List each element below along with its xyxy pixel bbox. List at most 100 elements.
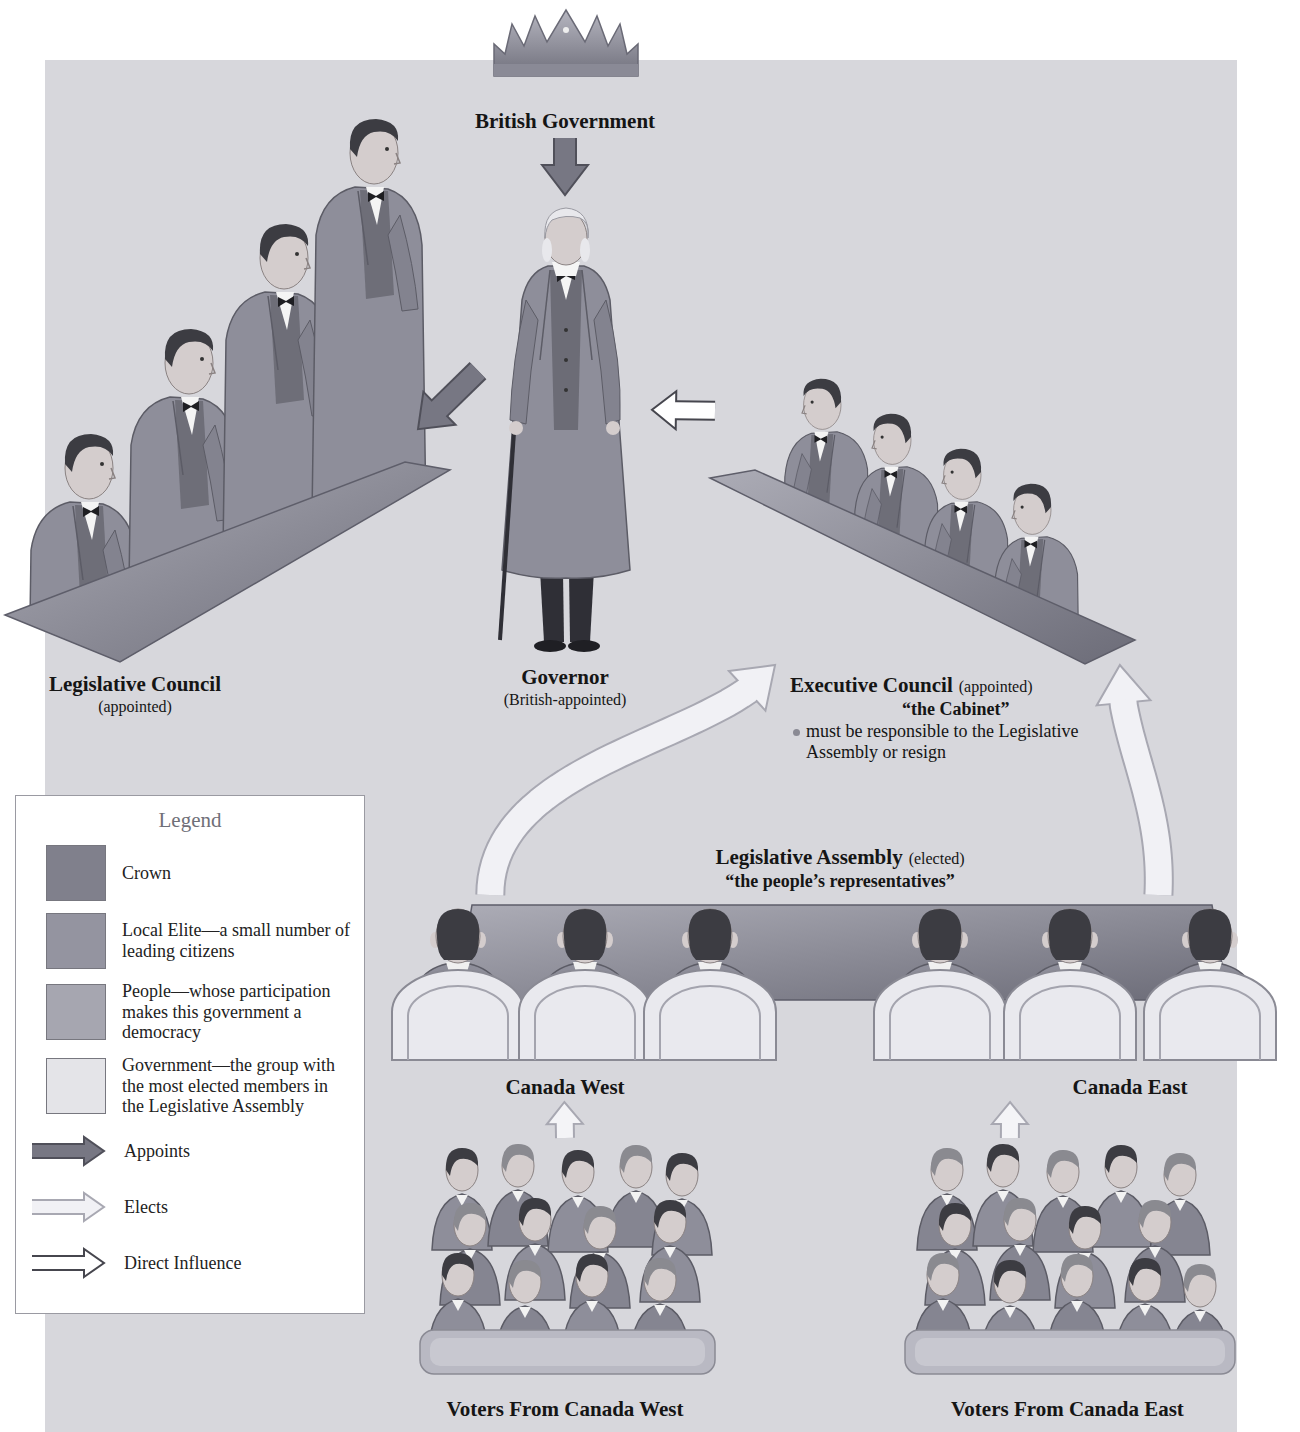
assembly-seats [644, 909, 776, 1060]
governor-figure [540, 570, 564, 642]
voter-crowd [905, 1144, 1235, 1374]
legend-swatch [46, 913, 106, 969]
governor-figure [545, 208, 588, 238]
legend-swatch [46, 984, 106, 1040]
council-members [27, 119, 426, 830]
legend-text: Local Elite—a small number of leading ci… [122, 920, 350, 961]
governor-figure [540, 270, 550, 360]
council-members [312, 119, 426, 515]
legend-row: People—whose participation makes this go… [46, 981, 350, 1043]
arrow-shaft [557, 1121, 573, 1138]
governor-figure [606, 421, 620, 435]
governor-figure [500, 208, 630, 652]
text-block: Canada West [465, 1075, 665, 1100]
assembly-seats [1004, 909, 1136, 1060]
node-subtitle: (elected) [909, 850, 965, 867]
legend-arrow-sample [28, 1190, 108, 1224]
node-title: Legislative Council [10, 672, 260, 697]
node-title: Legislative Assembly [715, 845, 902, 869]
node-title: Voters From Canada East [895, 1397, 1240, 1422]
node-title: Governor [465, 665, 665, 690]
assembly-seats [519, 909, 651, 1060]
legend-text: Crown [122, 863, 350, 884]
voter-crowd [420, 1144, 715, 1374]
governor-figure [564, 388, 568, 392]
cabinet-table [710, 470, 1135, 664]
text-block: Legislative Council(appointed) [10, 672, 260, 717]
text-block: Legislative Assembly (elected) “the people… [615, 845, 1065, 893]
crown-icon [563, 27, 569, 33]
governor-figure [542, 238, 552, 262]
legend-text: Government—the group with the most elect… [122, 1055, 350, 1117]
node-tagline: “the Cabinet” [790, 698, 1105, 721]
voter-crowd [905, 1330, 1235, 1374]
legend-row: Government—the group with the most elect… [46, 1055, 350, 1117]
legend-row: Elects [46, 1185, 350, 1229]
legend-text: Appoints [124, 1141, 350, 1162]
text-block: British Government [440, 109, 690, 134]
crown-icon [494, 10, 638, 76]
legend-swatch [46, 1058, 106, 1114]
connector-arrow [652, 391, 715, 429]
bullet-note: must be responsible to the Legislative A… [790, 721, 1105, 764]
council-node: Legislative Council(appointed) [10, 80, 418, 662]
cabinet-node: Executive Council(appointed)“the Cabinet… [715, 355, 1135, 665]
council-members [5, 119, 450, 830]
node-subtitle: (appointed) [10, 697, 260, 717]
arrow-shaft [1123, 700, 1159, 895]
crown-node: British Government [440, 8, 690, 138]
council-table [5, 462, 450, 662]
legend-row: Appoints [46, 1129, 350, 1173]
node-title: Voters From Canada West [405, 1397, 725, 1422]
node-title: British Government [440, 109, 690, 134]
governor-figure [502, 266, 630, 578]
voter-crowd [430, 1338, 705, 1366]
arrow-head [1097, 665, 1151, 705]
arrow-shaft [32, 1201, 87, 1213]
governor-figure [569, 570, 594, 642]
governor-figure [568, 640, 600, 652]
arrow-head [992, 1102, 1028, 1124]
assembly-seats [392, 905, 1276, 1060]
connector-arrow [1097, 665, 1159, 895]
crown-icon [494, 64, 638, 76]
legend-arrow [32, 1193, 104, 1221]
legend-arrow [32, 1137, 104, 1165]
arrow-shaft [437, 371, 478, 411]
legend-row: Crown [46, 845, 350, 901]
governor-figure [564, 328, 568, 332]
arrow-head [542, 165, 588, 195]
governor-node: Governor(British-appointed) [478, 195, 652, 657]
governor-figure [534, 640, 566, 652]
text-block: Governor(British-appointed) [465, 665, 665, 710]
governor-figure [510, 300, 538, 424]
voter-group-node: Voters From Canada West [415, 1138, 715, 1428]
seat-group-node: Canada West [385, 895, 775, 1102]
governor-figure [564, 358, 568, 362]
legend-row: Local Elite—a small number of leading ci… [46, 913, 350, 969]
node-subtitle: (British-appointed) [465, 690, 665, 710]
node-title: Canada East [1030, 1075, 1230, 1100]
legend-arrow-sample [28, 1134, 108, 1168]
arrow-head [547, 1102, 583, 1124]
arrow-shaft [673, 402, 715, 419]
arrow-shaft [490, 689, 749, 895]
connector-arrow [992, 1102, 1028, 1138]
arrow-head [652, 391, 676, 429]
legend-text: People—whose participation makes this go… [122, 981, 350, 1043]
legend-arrow-sample [28, 1246, 108, 1280]
connector-arrow [542, 138, 588, 195]
arrow-shaft [1002, 1121, 1018, 1138]
crown-icon [494, 10, 638, 76]
legend-text: Elects [124, 1197, 350, 1218]
legend-swatch [46, 845, 106, 901]
node-tagline: “the people’s representatives” [615, 870, 1065, 893]
arrow-shaft [555, 138, 575, 168]
node-subtitle: (appointed) [959, 678, 1033, 695]
connector-arrow [418, 371, 478, 430]
legend-heading: Legend [30, 808, 350, 833]
voter-crowd [420, 1330, 715, 1374]
cabinet-members [710, 379, 1135, 793]
